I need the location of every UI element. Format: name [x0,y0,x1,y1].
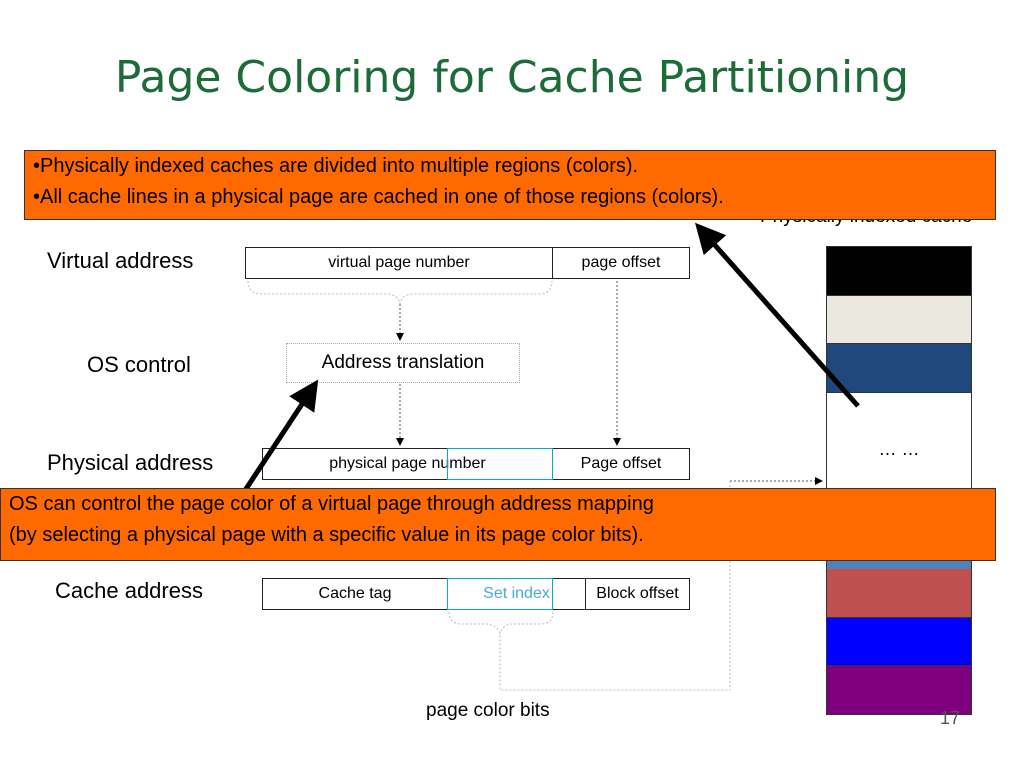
cache-region-black [827,247,971,296]
bottom-callout: OS can control the page color of a virtu… [0,488,996,561]
virtual-page-number-field: virtual page number [245,247,553,279]
address-translation-box: Address translation [286,343,520,383]
os-control-label: OS control [87,352,191,377]
cache-region-mid-blue [827,559,971,569]
page-color-bits-highlight-cache [447,578,553,610]
cache-region-navy [827,344,971,393]
bottom-callout-line-1: OS can control the page color of a virtu… [9,493,654,515]
page-color-bits-highlight-physical [447,448,553,480]
set-index-brace [448,611,730,691]
physical-page-offset-field: Page offset [552,448,690,480]
cache-ellipsis: … … [878,439,920,459]
top-callout: •Physically indexed caches are divided i… [24,150,996,220]
cache-region-cream [827,296,971,344]
cache-address-label: Cache address [55,578,203,603]
block-offset-field: Block offset [585,578,690,610]
top-callout-line-2: •All cache lines in a physical page are … [33,186,724,208]
physical-page-number-field: physical page number [262,448,553,480]
arrow-cache-to-callout [695,222,860,408]
cache-region-red [827,569,971,618]
slide-title: Page Coloring for Cache Partitioning [114,52,910,103]
virtual-page-number-brace [247,280,553,305]
page-number: 17 [940,708,961,728]
virtual-address-label: Virtual address [47,248,194,273]
virtual-page-offset-field: page offset [552,247,690,279]
cache-region-purple [827,666,971,714]
physical-address-label: Physical address [47,450,214,475]
arrow-os-to-translation [241,379,319,494]
top-callout-line-1: •Physically indexed caches are divided i… [33,155,639,177]
cache-region-blue [827,618,971,666]
page-color-bits-label: page color bits [426,700,550,721]
bottom-callout-line-2: (by selecting a physical page with a spe… [9,524,644,546]
cache-tag-field: Cache tag [262,578,448,610]
